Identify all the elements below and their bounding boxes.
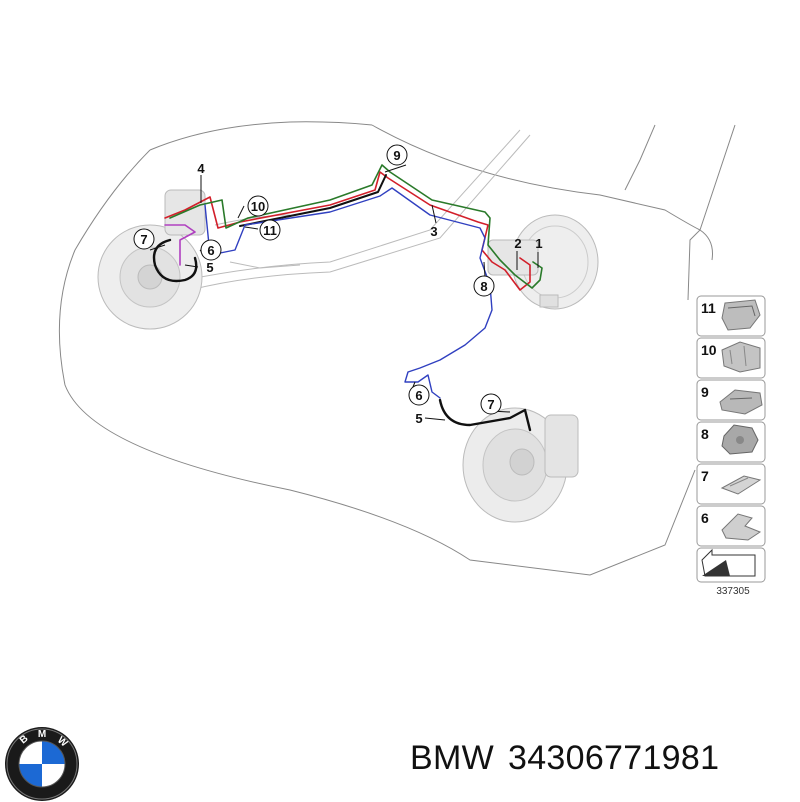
right-brake-disc (462, 407, 579, 523)
brake-line-black (239, 174, 387, 227)
svg-text:6: 6 (415, 388, 422, 403)
svg-text:M: M (38, 729, 46, 740)
brake-hose-left (152, 238, 198, 283)
svg-text:9: 9 (393, 148, 400, 163)
clip-icon-11 (721, 299, 761, 331)
brake-line-red (164, 171, 531, 291)
clip-icon-7 (720, 475, 762, 495)
part-number: 34306771981 (508, 739, 720, 777)
callout-5-left: 5 (206, 260, 213, 275)
clip-icon-6 (721, 513, 762, 541)
brake-lines (152, 164, 543, 432)
svg-text:6: 6 (207, 243, 214, 258)
callout-1: 1 (535, 236, 542, 251)
brake-booster (487, 214, 599, 310)
legend-item-10: 10 (696, 337, 766, 379)
part-title: BMW 34306771981 (410, 739, 733, 778)
callout-4: 4 (197, 161, 205, 176)
callout-5-right: 5 (415, 411, 422, 426)
svg-text:1: 1 (535, 236, 542, 251)
brake-line-blue (204, 187, 493, 399)
brake-line-purple (164, 224, 196, 266)
parts-legend: 11 10 9 8 (696, 295, 766, 597)
car-body-outline (58, 121, 736, 576)
clip-icon-10 (721, 341, 761, 373)
left-brake-disc (97, 189, 206, 330)
svg-text:7: 7 (701, 468, 709, 484)
subframe-outline (184, 129, 531, 291)
legend-item-9: 9 (696, 379, 766, 421)
svg-text:7: 7 (140, 232, 147, 247)
svg-text:2: 2 (514, 236, 521, 251)
clip-icon-9 (719, 389, 763, 415)
svg-text:8: 8 (480, 279, 487, 294)
svg-text:5: 5 (415, 411, 422, 426)
callout-7-right: 7 (480, 393, 502, 415)
svg-text:7: 7 (487, 397, 494, 412)
brake-hose-right (438, 398, 532, 432)
callout-3: 3 (430, 224, 437, 239)
svg-text:5: 5 (206, 260, 213, 275)
legend-item-7: 7 (696, 463, 766, 505)
legend-item-arrow (696, 547, 766, 583)
svg-text:11: 11 (701, 300, 716, 316)
callout-8: 8 (473, 275, 495, 297)
svg-text:4: 4 (197, 161, 205, 176)
reference-number: 337305 (716, 586, 750, 597)
legend-item-8: 8 (696, 421, 766, 463)
svg-text:9: 9 (701, 384, 709, 400)
callout-6-right: 6 (408, 384, 430, 406)
brand-name: BMW (410, 739, 494, 777)
bmw-logo: B M W (5, 727, 79, 801)
legend-item-11: 11 (696, 295, 766, 337)
orientation-arrow-icon (701, 548, 756, 577)
brake-line-green (169, 164, 543, 289)
svg-text:8: 8 (701, 426, 709, 442)
callout-6-left: 6 (200, 239, 222, 261)
svg-text:10: 10 (251, 199, 265, 214)
callout-7-left: 7 (133, 228, 155, 250)
callout-2: 2 (514, 236, 521, 251)
svg-text:6: 6 (701, 510, 709, 526)
svg-text:11: 11 (263, 223, 277, 238)
callout-11: 11 (259, 219, 281, 241)
svg-text:3: 3 (430, 224, 437, 239)
callout-10: 10 (247, 195, 269, 217)
clip-icon-8 (721, 424, 759, 455)
callouts: 4 5 3 2 1 5 9 10 11 7 (133, 144, 543, 426)
svg-text:10: 10 (701, 342, 717, 358)
callout-9: 9 (386, 144, 408, 166)
legend-item-6: 6 (696, 505, 766, 547)
